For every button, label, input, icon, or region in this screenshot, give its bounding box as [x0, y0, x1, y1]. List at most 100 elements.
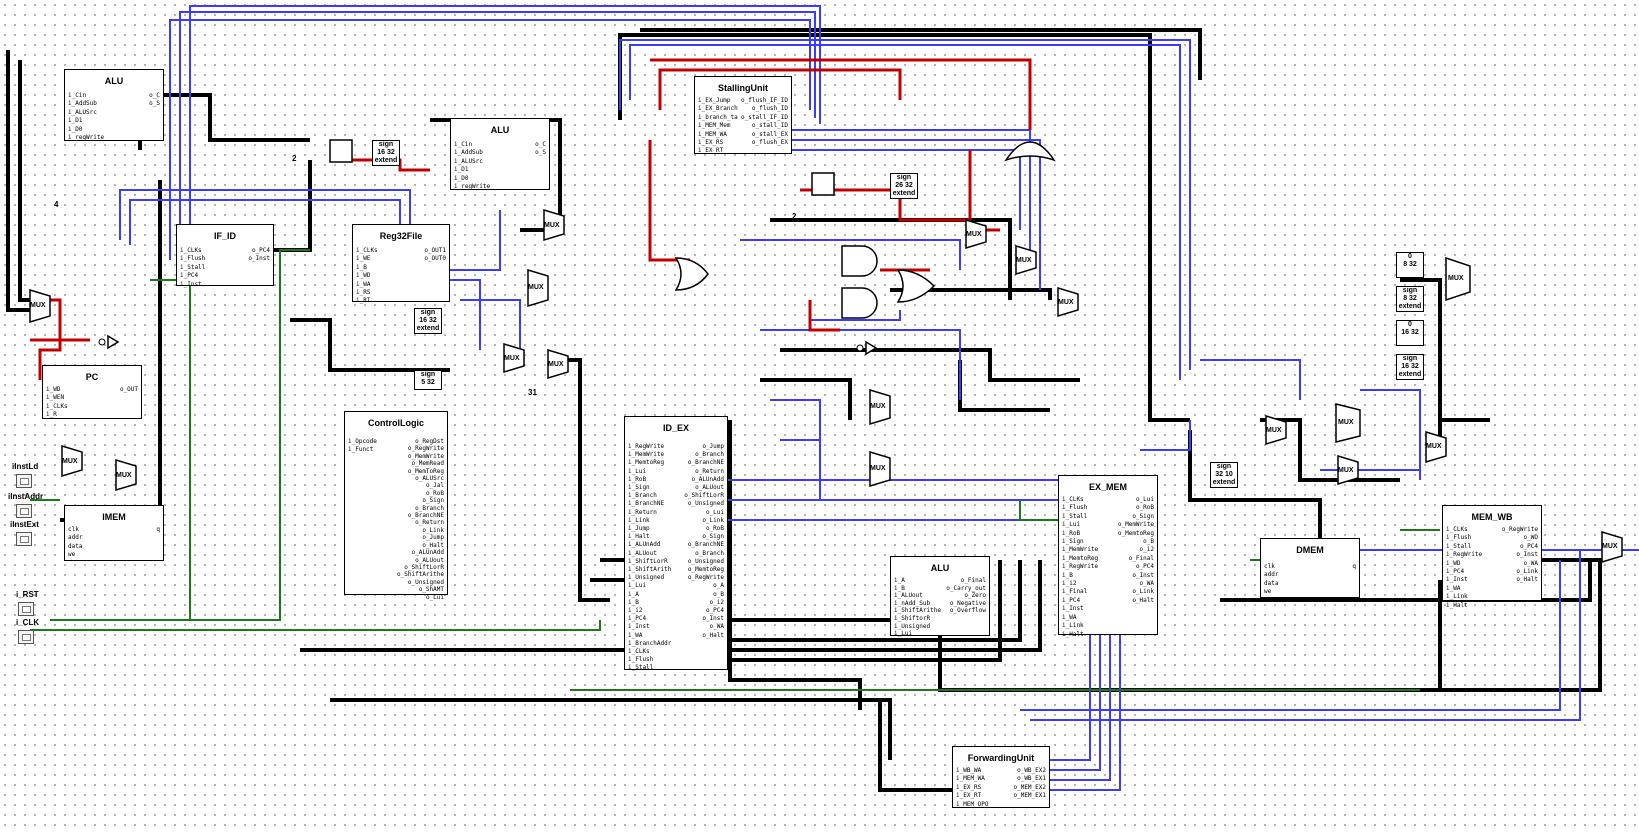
mem-wb-title: MEM_WB	[1471, 512, 1513, 522]
sign-extend-7[interactable]: sign 8 32 extend	[1396, 286, 1424, 312]
sign-extend-text: sign	[378, 141, 394, 148]
port-label: i_ALUSrc	[68, 108, 97, 116]
sign-extend-5[interactable]: sign 32 10 extend	[1210, 462, 1238, 488]
mux-load-ext[interactable]	[1335, 403, 1361, 443]
if-id-title: IF_ID	[213, 231, 236, 241]
port-label: i_Inst	[628, 623, 650, 631]
if-id-register[interactable]: IF_ID i_CLKs i_Flush i_Stall i_PC4 i_Ins…	[176, 224, 274, 288]
pin-label-rst: i_RST	[16, 590, 39, 599]
port-label: i_BranchAddr	[628, 639, 672, 647]
reg32file-block[interactable]: Reg32File i_CLKs i_WE i_B i_WD i_WA i_RS…	[352, 224, 450, 304]
port-label: o_Carry_out	[946, 584, 986, 592]
zero-extend-1[interactable]: 0 8 32	[1396, 252, 1424, 278]
port-label: i_i2	[1062, 580, 1077, 588]
or-gate-pc-src[interactable]	[1004, 141, 1056, 162]
port-label: i_PC4	[1446, 568, 1465, 576]
mux-jump[interactable]	[965, 218, 987, 250]
sign-extend-3[interactable]: sign 5 32	[414, 370, 442, 390]
mux-link[interactable]	[547, 348, 569, 380]
mux-shamt[interactable]	[503, 342, 525, 374]
id-ex-register[interactable]: ID_EX i_RegWrite i_MemWrite i_MemtoReg i…	[624, 416, 728, 671]
shift-left-jump[interactable]	[811, 172, 835, 196]
mux-writeback[interactable]	[1601, 530, 1623, 564]
port-label: i_WEN	[46, 394, 65, 402]
controllogic-block[interactable]: ControlLogic i_Opcode i_Funct o_RegDst o…	[344, 411, 448, 601]
port-label: o_MemtoReg	[687, 566, 724, 574]
sign-extend-text: sign	[420, 309, 436, 316]
port-label: o_C	[149, 92, 160, 99]
zero-extend-2[interactable]: 0 16 32	[1396, 320, 1424, 346]
port-label: q	[1352, 563, 1356, 570]
alu-ex-block[interactable]: ALU i_A i_B i_ALUout i_nAdd_Sub i_ShiftA…	[890, 556, 990, 638]
mux-inst-addr[interactable]	[61, 444, 83, 478]
mux-forward-a[interactable]	[869, 388, 891, 426]
sign-extend-9[interactable]: sign 16 32 extend	[1396, 354, 1424, 380]
sign-extend-1[interactable]: sign 16 32 extend	[372, 140, 400, 166]
port-label: o_MEM_EX1	[1013, 792, 1046, 800]
port-label: o_PC4	[1519, 542, 1538, 550]
port-label: i_MemtoReg	[628, 459, 665, 467]
port-label: o_PC4	[1135, 563, 1154, 571]
shift-left-block[interactable]	[329, 139, 353, 163]
mux-regdst[interactable]	[543, 208, 565, 242]
port-label: o_Lui	[425, 593, 444, 601]
port-label: i_Lui	[894, 630, 913, 638]
port-label: i_ShiftLorR	[628, 557, 668, 565]
sign-extend-text: 16 32	[1401, 363, 1419, 370]
pin-clk[interactable]	[18, 630, 34, 644]
mux-return[interactable]	[1057, 286, 1079, 318]
dmem-inputs: clk addr data we	[1264, 563, 1356, 597]
mem-wb-register[interactable]: MEM_WB i_CLKs i_Flush i_Stall i_RegWrite…	[1442, 505, 1542, 609]
port-label: o_PC4	[705, 607, 724, 615]
and-gate-branch[interactable]	[841, 245, 878, 277]
mux-forward-b[interactable]	[869, 450, 891, 488]
mux-branch[interactable]	[1015, 244, 1037, 276]
mux-byte-select[interactable]	[1445, 256, 1471, 302]
port-label: i_EX_RT	[698, 147, 724, 155]
port-label: i_RoB	[1062, 529, 1081, 537]
port-label: i_MemWrite	[1062, 546, 1099, 554]
mux-alusrc[interactable]	[527, 268, 549, 308]
mux-label: MUX	[1426, 443, 1442, 450]
and-gate-branchne[interactable]	[841, 287, 878, 319]
port-label: o_Branch	[695, 549, 724, 557]
port-label: i_CLKs	[1062, 496, 1084, 503]
pin-inst-ext[interactable]	[16, 532, 32, 546]
sign-extend-2[interactable]: sign 16 32 extend	[414, 308, 442, 334]
sign-extend-4[interactable]: sign 26 32 extend	[890, 173, 918, 199]
port-label: i_Halt	[1446, 601, 1468, 609]
port-label: o_OUT0	[424, 255, 446, 263]
mux-load-sign[interactable]	[1337, 454, 1359, 486]
alu-top-block[interactable]: ALU i_Cin i_AddSub i_ALUSrc i_D1 i_D0 i_…	[64, 69, 164, 141]
imem-block[interactable]: IMEM clk addr data we q	[64, 505, 164, 561]
sign-extend-text: 0	[1408, 253, 1412, 260]
pin-inst-ld[interactable]	[16, 474, 32, 488]
mux-inst-data[interactable]	[115, 458, 137, 492]
port-label: i_nAdd_Sub	[894, 599, 931, 607]
port-label: i_RegWrite	[1446, 551, 1483, 559]
reg32file-title: Reg32File	[379, 231, 423, 241]
or-gate-flush[interactable]	[674, 257, 709, 291]
mux-mem-data[interactable]	[1265, 414, 1287, 446]
ex-mem-register[interactable]: EX_MEM i_CLKs i_Flush i_Stall i_Lui i_Ro…	[1058, 475, 1158, 638]
not-gate-branch[interactable]	[865, 340, 878, 356]
sign-extend-text: 26 32	[895, 182, 913, 189]
constant-2: 2	[292, 154, 297, 163]
port-label: o_Unsigned	[407, 578, 444, 586]
not-gate-pc[interactable]	[107, 334, 120, 350]
pin-rst[interactable]	[18, 602, 34, 616]
controllogic-title: ControlLogic	[368, 418, 424, 428]
mux-memtoreg[interactable]	[1425, 430, 1447, 464]
pc-register[interactable]: PC i_WD i_WEN i_CLKs i_R o_OUT	[42, 365, 142, 419]
dmem-block[interactable]: DMEM clk addr data we q	[1260, 538, 1360, 598]
sign-extend-text: 5 32	[421, 379, 435, 386]
forwarding-unit[interactable]: ForwardingUnit i_WB_WA i_MEM_WA i_EX_RS …	[952, 746, 1050, 808]
port-label: i_B	[894, 584, 905, 592]
pin-inst-addr[interactable]	[16, 504, 32, 518]
mux-pc-select[interactable]	[29, 288, 51, 324]
alu-mid-block[interactable]: ALU i_Cin i_AddSub i_ALUSrc i_D1 i_D0 i_…	[450, 118, 550, 190]
sign-extend-text: 8 32	[1403, 295, 1417, 302]
stalling-unit[interactable]: StallingUnit i_EX_Jump i_EX_Branch i_bra…	[694, 76, 792, 154]
or-gate-take-branch[interactable]	[896, 269, 936, 303]
mux-label: MUX	[548, 361, 564, 368]
